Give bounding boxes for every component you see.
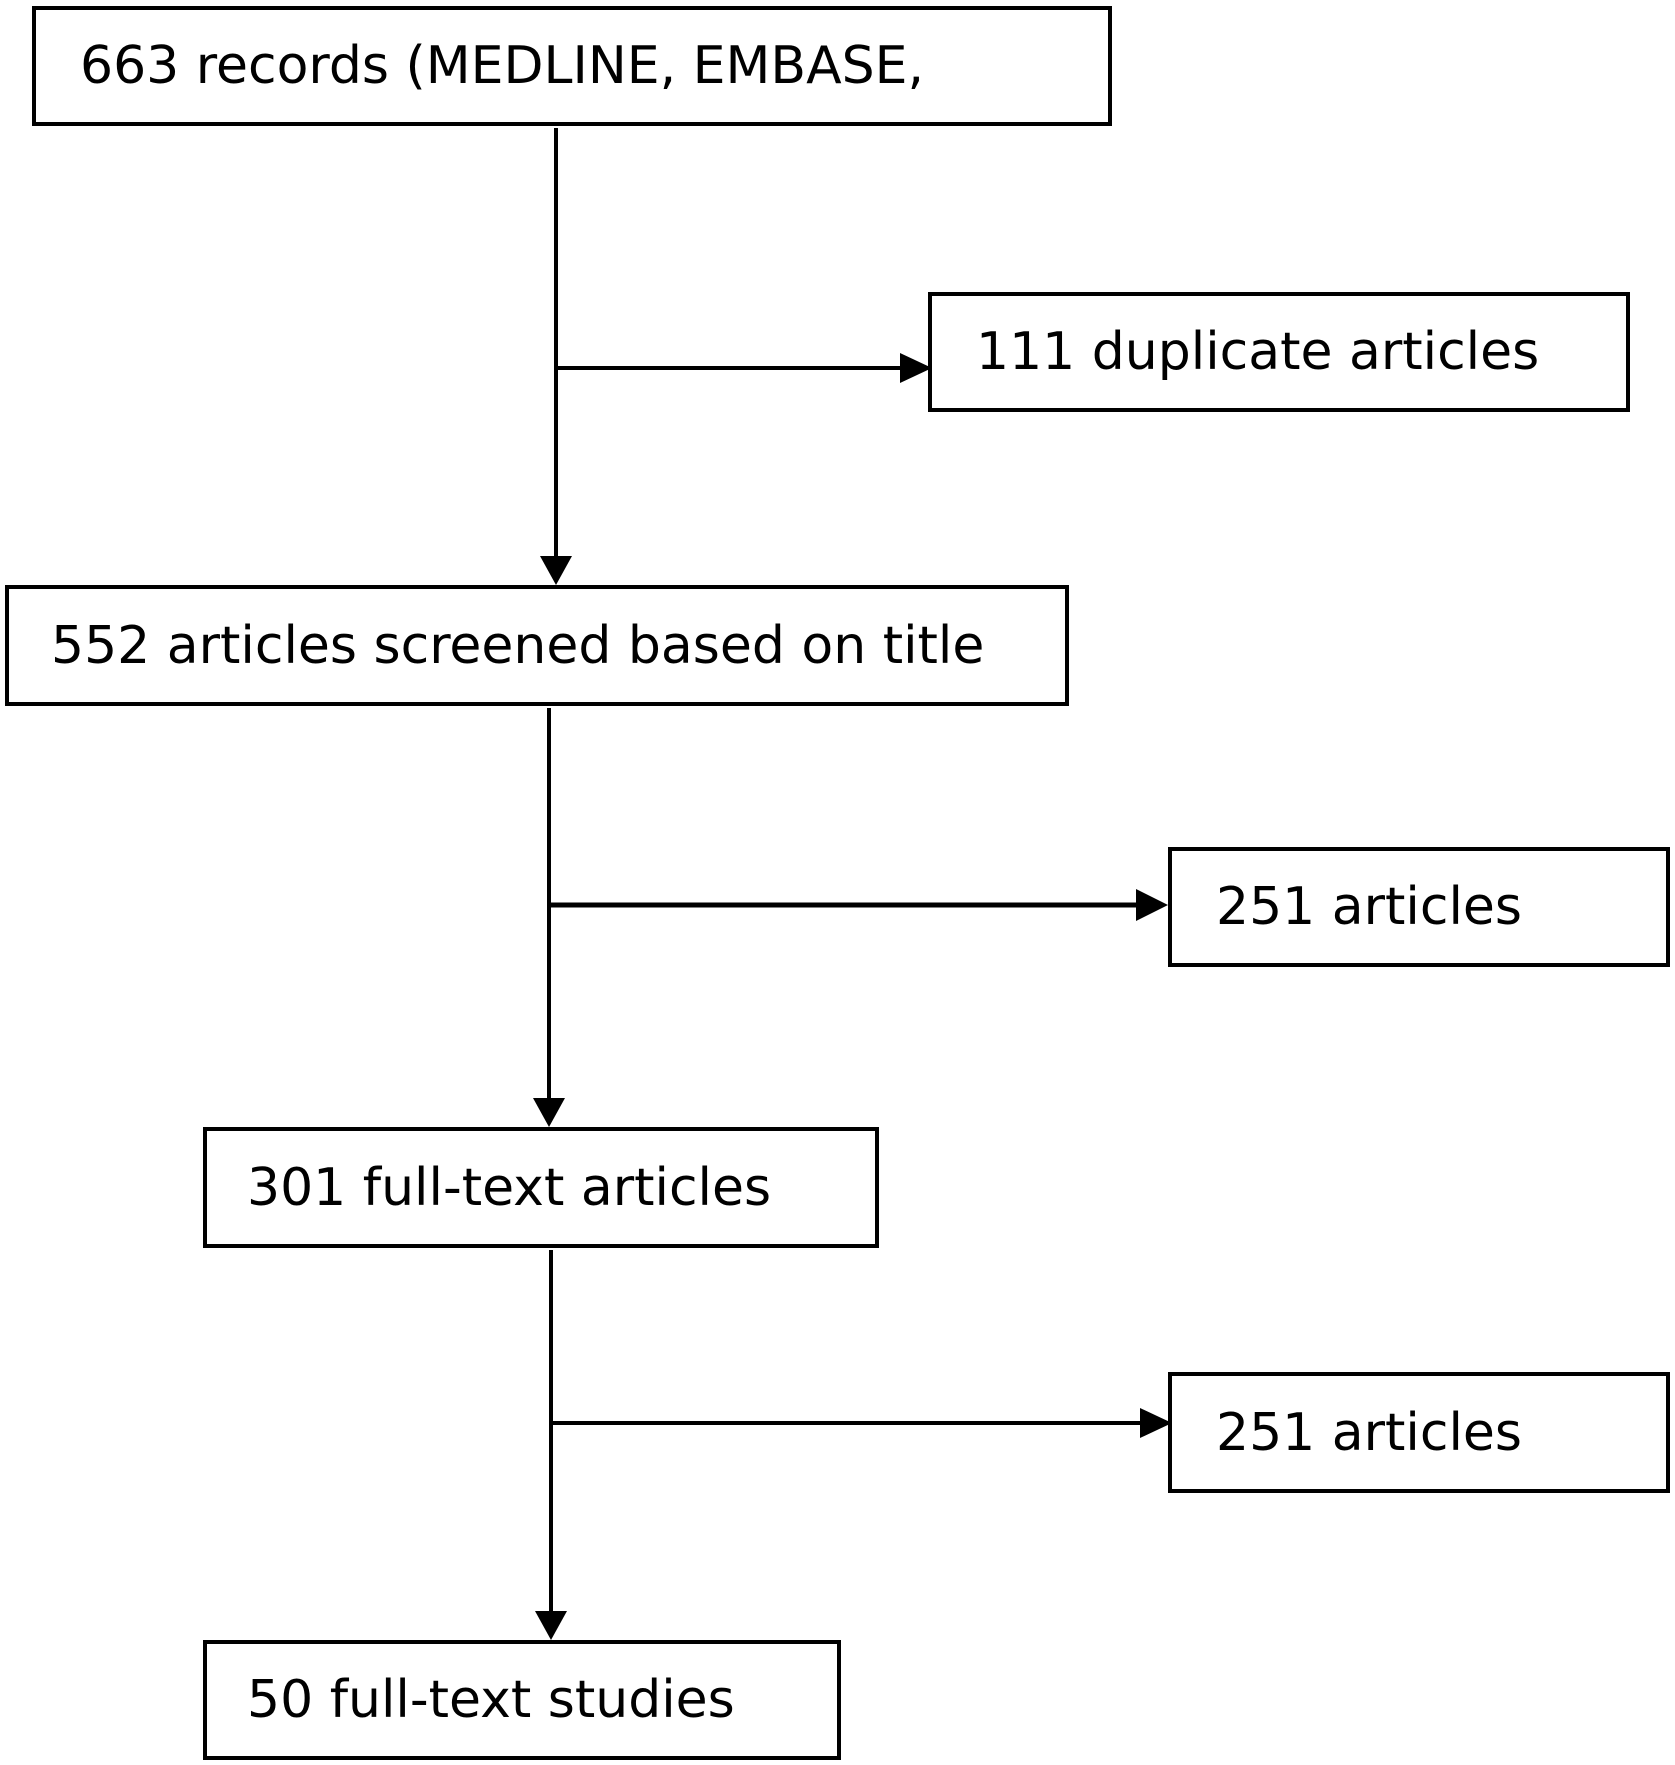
arrowhead-to-screened xyxy=(540,556,572,585)
studies-label: 50 full-text studies xyxy=(247,1670,735,1730)
excluded-title-label: 251 articles xyxy=(1216,877,1522,937)
records-label: 663 records (MEDLINE, EMBASE, xyxy=(80,36,925,96)
excluded-title-box: 251 articles xyxy=(1168,847,1670,967)
records-box: 663 records (MEDLINE, EMBASE, xyxy=(32,6,1112,126)
excluded-fulltext-box: 251 articles xyxy=(1168,1372,1670,1493)
arrowhead-to-excluded-2 xyxy=(1140,1408,1172,1438)
studies-box: 50 full-text studies xyxy=(203,1640,841,1760)
excluded-fulltext-label: 251 articles xyxy=(1216,1402,1522,1463)
fulltext-box: 301 full-text articles xyxy=(203,1127,879,1248)
arrowhead-to-studies xyxy=(535,1611,567,1640)
arrowhead-to-excluded-1 xyxy=(1136,889,1168,921)
duplicates-box: 111 duplicate articles xyxy=(928,292,1630,412)
arrowhead-to-duplicates xyxy=(900,353,932,383)
arrowhead-to-fulltext xyxy=(533,1098,565,1127)
screened-box: 552 articles screened based on title xyxy=(5,585,1069,706)
fulltext-label: 301 full-text articles xyxy=(247,1157,772,1218)
duplicates-label: 111 duplicate articles xyxy=(976,322,1540,382)
screened-label: 552 articles screened based on title xyxy=(51,615,985,676)
